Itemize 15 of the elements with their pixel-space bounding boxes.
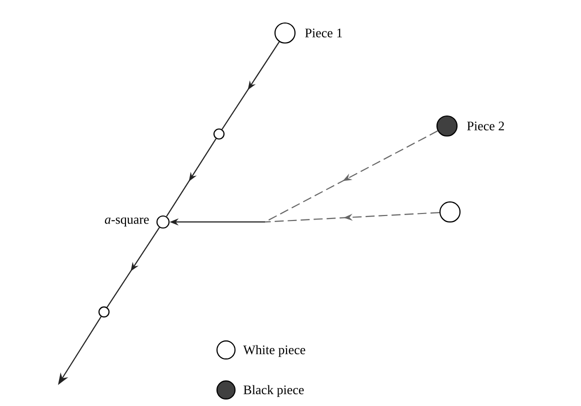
arrow	[106, 227, 160, 308]
piece-circle	[213, 128, 225, 140]
arrow	[264, 212, 440, 223]
piece-label: Piece 2	[467, 122, 504, 130]
piece-label: a-square	[104, 217, 149, 226]
legend-label: Black piece	[244, 385, 304, 397]
arrow	[222, 42, 280, 130]
piece-circle	[156, 215, 170, 229]
arrow	[166, 138, 216, 217]
legend-label: White piece	[243, 345, 306, 357]
piece-circle	[98, 306, 110, 318]
piece-circle	[436, 115, 458, 137]
piece-label: Piece 1	[305, 28, 342, 38]
piece-circle	[274, 22, 296, 44]
piece-circle	[439, 201, 461, 223]
